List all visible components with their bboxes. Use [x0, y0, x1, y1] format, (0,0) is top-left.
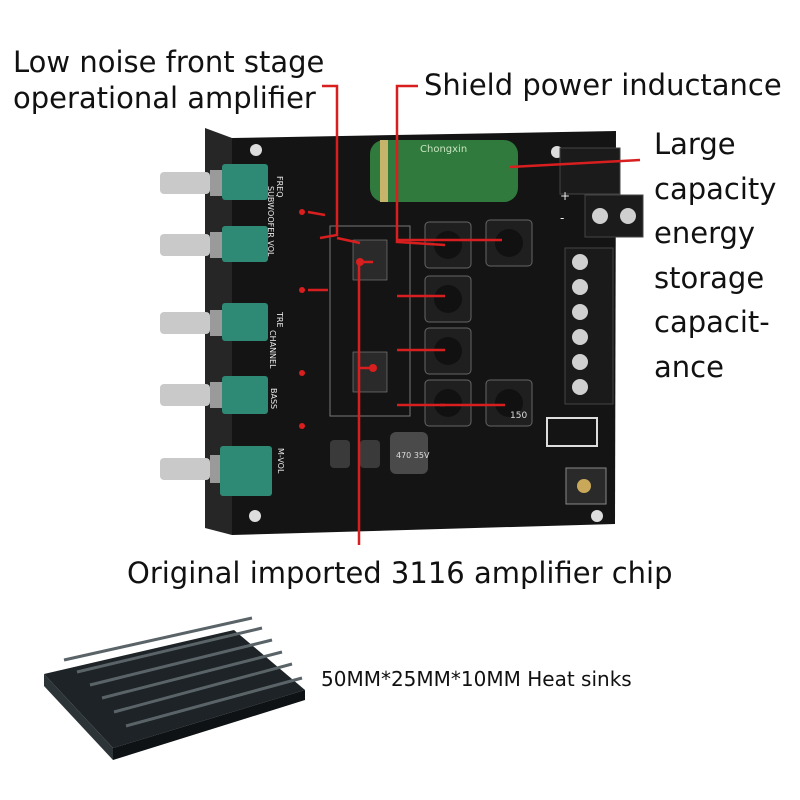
potentiometer-freq[interactable] — [160, 164, 268, 200]
inductor-code: 150 — [510, 411, 527, 421]
silk-plus: + — [560, 189, 570, 203]
speaker-terminal-block — [564, 247, 614, 405]
svg-text:470 35V: 470 35V — [396, 451, 430, 460]
capacitance-line: storage — [654, 260, 765, 295]
terminal-screw — [592, 208, 608, 224]
silk-tre: TRE — [275, 311, 284, 328]
heatsink-label: 50MM*25MM*10MM Heat sinks — [321, 667, 632, 691]
front-stage-line1: Low noise front stage — [13, 45, 325, 79]
power-jack — [559, 147, 621, 195]
potentiometer-m-vol[interactable] — [160, 446, 272, 496]
front-stage-line2: operational amplifier — [13, 81, 316, 115]
shield-inductance-label: Shield power inductance — [424, 68, 782, 102]
capacitance-line: Large — [654, 127, 736, 161]
annotation-lines — [307, 84, 641, 545]
front-stage-label: Low noise front stage operational amplif… — [13, 44, 324, 116]
silk-m-vol: M-VOL — [276, 448, 285, 474]
potentiometer-bass[interactable] — [160, 376, 268, 414]
capacitance-line: capacity — [654, 171, 777, 206]
silk-bass: BASS — [269, 388, 278, 409]
mounting-hole — [591, 510, 603, 522]
terminal-screw — [620, 208, 636, 224]
annotation-points — [299, 209, 377, 429]
capacitance-label: Large capacity energy storage capacit- a… — [654, 122, 776, 389]
mounting-hole — [250, 144, 262, 156]
silk-subwoofer: SUBWOOFER VOL — [266, 186, 275, 257]
silk-minus: - — [560, 211, 564, 225]
capacitance-line: capacit- — [654, 305, 770, 339]
audio-jack-ring — [577, 479, 591, 493]
speaker-terminal-screws — [572, 254, 588, 395]
capacitance-line: ance — [654, 349, 724, 384]
potentiometer-tre[interactable] — [160, 303, 268, 341]
capacitance-line: energy — [654, 216, 756, 250]
svg-text:Chongxin: Chongxin — [420, 144, 467, 155]
bluetooth-antenna — [546, 417, 598, 447]
mounting-hole — [249, 510, 261, 522]
big-capacitor: Chongxin — [370, 140, 518, 202]
potentiometer-subwoofer-vol[interactable] — [160, 226, 268, 262]
silk-channel: CHANNEL — [268, 330, 277, 369]
heat-sink — [44, 616, 305, 760]
inductor-cores — [434, 229, 523, 417]
amplifier-chip-label: Original imported 3116 amplifier chip — [127, 556, 673, 590]
silk-freq: FREQ — [275, 176, 284, 198]
chip-area-outline — [329, 225, 411, 417]
small-capacitors: 470 35V — [330, 432, 430, 474]
